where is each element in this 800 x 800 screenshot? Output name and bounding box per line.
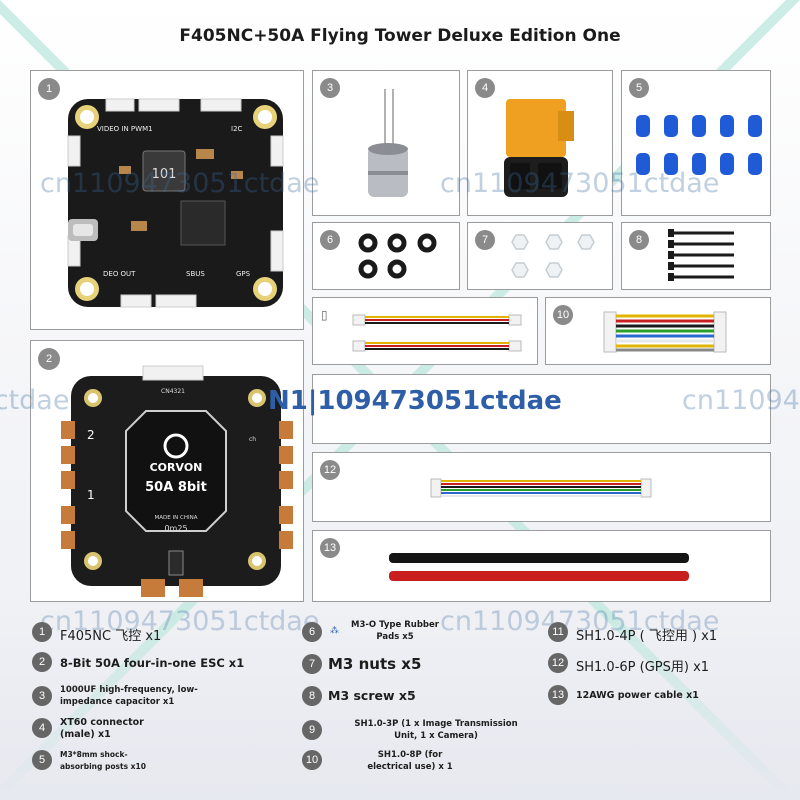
legend-number: 13	[548, 685, 568, 705]
legend-item-3: 1000UF high-frequency, low-impedance cap…	[60, 685, 198, 707]
panel-xt60: 4	[467, 70, 613, 216]
legend-number: 9	[302, 720, 322, 740]
fc-silk-video-out: DEO OUT	[103, 270, 136, 278]
panel-sh-3p-cables: ▯	[312, 297, 538, 365]
panel-number: 7	[475, 230, 495, 250]
legend-item-9: SH1.0-3P (1 x Image Transmission Unit, 1…	[354, 719, 518, 741]
panel-power-cable: 13	[312, 530, 771, 602]
panel-sh-6p-cable: 12	[312, 452, 771, 522]
panel-rubber-pads: 6	[312, 222, 460, 290]
legend-number: 8	[302, 686, 322, 706]
shock-posts-image	[636, 115, 762, 175]
panel-number: 3	[320, 78, 340, 98]
legend-item-8: M3 screw x5	[328, 688, 416, 703]
fc-silk-gps: GPS	[236, 270, 251, 278]
legend-number: 11	[548, 622, 568, 642]
panel-number: 5	[629, 78, 649, 98]
power-cable-image	[389, 553, 689, 581]
panel-esc: 2 CN4321 CORVON 50A 8bit MADE IN CHINA 0…	[30, 340, 304, 602]
screws-image	[668, 229, 734, 281]
panel-number-box-icon: ▯	[321, 308, 328, 322]
legend-number: 7	[302, 654, 322, 674]
legend-number: 1	[32, 622, 52, 642]
legend-item-6: M3-O Type Rubber Pads x5	[351, 620, 439, 642]
legend-item-11: SH1.0-4P ( 飞控用 ) x1	[576, 629, 718, 644]
legend-number: 12	[548, 653, 568, 673]
legend-item-7: M3 nuts x5	[328, 655, 422, 673]
legend-item-4: XT60 connector (male) x1	[60, 717, 144, 740]
esc-brand: CORVON	[150, 461, 203, 474]
legend-number: 6	[302, 622, 322, 642]
panel-nuts: 7	[467, 222, 613, 290]
legend-number: 10	[302, 750, 322, 770]
legend-item-10: SH1.0-8P (for electrical use) x 1	[367, 750, 453, 772]
legend-number: 4	[32, 718, 52, 738]
esc-connector-label: CN4321	[161, 388, 185, 395]
legend-number: 5	[32, 750, 52, 770]
page-title: F405NC+50A Flying Tower Deluxe Edition O…	[179, 26, 621, 46]
panel-number: 4	[475, 78, 495, 98]
esc-ch-label: ch	[249, 436, 256, 443]
legend-number: 2	[32, 652, 52, 672]
panel-number: 8	[629, 230, 649, 250]
watermark-center: N1|109473051ctdae	[268, 386, 562, 416]
fc-silk-video-in: VIDEO IN PWM1	[97, 125, 153, 133]
capacitor-image	[368, 89, 408, 197]
legend-number: 3	[32, 686, 52, 706]
rubber-pad-small-icon: ⁂	[330, 626, 339, 636]
nuts-image	[511, 234, 595, 278]
legend-item-12: SH1.0-6P (GPS用) x1	[576, 660, 710, 675]
panel-flight-controller: 1 101 VIDEO IN PWM1 I2C DEO OUT SBUS	[30, 70, 304, 330]
panel-number: 13	[320, 538, 340, 558]
flight-controller-image: 101 VIDEO IN PWM1 I2C DEO OUT SBUS GPS	[67, 98, 284, 308]
xt60-connector-image	[504, 99, 574, 197]
fc-silk-sbus: SBUS	[186, 270, 205, 278]
legend-background	[0, 600, 800, 800]
panel-shock-posts: 5	[621, 70, 771, 216]
legend-item-1: F405NC 飞控 x1	[60, 629, 162, 644]
fc-silk-i2c: I2C	[231, 125, 243, 133]
esc-motor-2-label: 2	[87, 428, 95, 442]
esc-motor-1-label: 1	[87, 488, 95, 502]
esc-model: 50A 8bit	[145, 480, 207, 495]
legend-item-2: 8-Bit 50A four-in-one ESC x1	[60, 656, 245, 670]
panel-screws: 8	[621, 222, 771, 290]
panel-number: 6	[320, 230, 340, 250]
panel-sh-4p-cable	[312, 374, 771, 444]
esc-image: CN4321 CORVON 50A 8bit MADE IN CHINA 0m2…	[61, 365, 293, 597]
sh-8p-cable-image	[603, 311, 727, 353]
sh-6p-cable-image	[430, 478, 652, 498]
panel-number: 1	[38, 78, 60, 100]
sh-3p-cables-image	[352, 314, 522, 352]
panel-sh-8p-cable: 10	[545, 297, 771, 365]
panel-number: 2	[38, 348, 60, 370]
panel-number: 12	[320, 460, 340, 480]
rubber-pads-image	[358, 233, 437, 279]
esc-serial: 0m25	[164, 524, 187, 533]
panel-capacitor: 3	[312, 70, 460, 216]
esc-made-in: MADE IN CHINA	[155, 515, 198, 521]
panel-number: 10	[553, 305, 573, 325]
inductor-label: 101	[152, 167, 177, 182]
legend-item-13: 12AWG power cable x1	[576, 690, 699, 701]
legend-item-5: M3*8mm shock-absorbing posts x10	[60, 750, 146, 771]
